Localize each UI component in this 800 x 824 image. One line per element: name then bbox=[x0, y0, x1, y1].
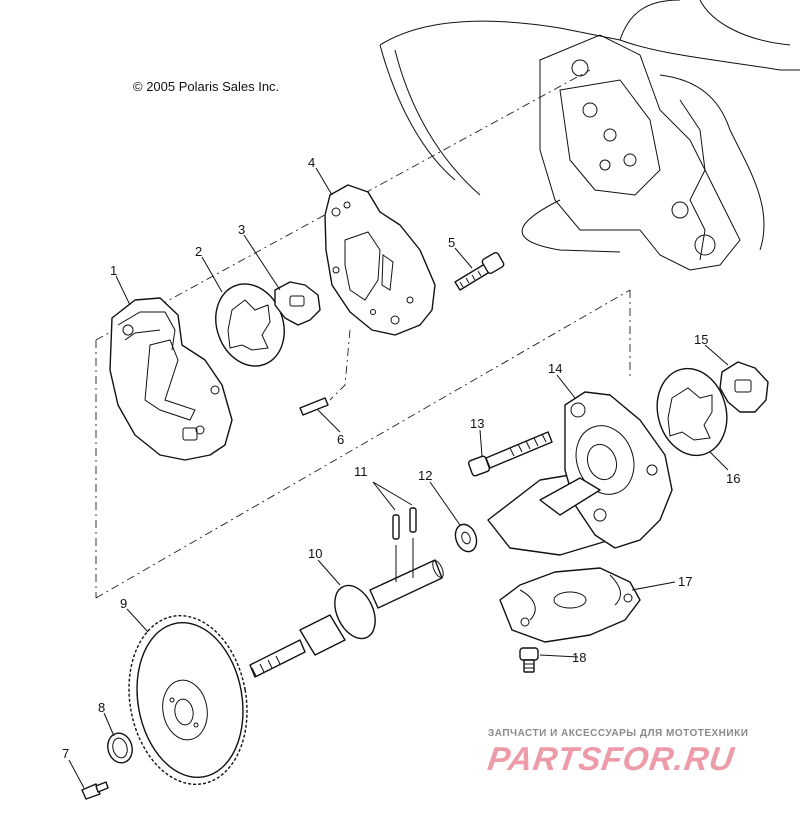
outer-rotor-part-16 bbox=[656, 367, 728, 457]
pump-housing-part-14 bbox=[487, 391, 673, 556]
copyright-notice: © 2005 Polaris Sales Inc. bbox=[133, 79, 280, 94]
pump-plate-part-4 bbox=[324, 184, 436, 336]
callout-2: 2 bbox=[195, 244, 202, 259]
alignment-lines bbox=[95, 69, 631, 599]
crankcase-housing bbox=[379, 0, 800, 271]
washer-part-12 bbox=[454, 523, 478, 553]
pins-part-11 bbox=[392, 507, 417, 582]
pump-body-part-1 bbox=[109, 297, 233, 461]
screw-part-7 bbox=[81, 781, 109, 800]
callout-18: 18 bbox=[572, 650, 586, 665]
screen-plate-part-17 bbox=[499, 567, 641, 643]
bolt-part-13 bbox=[467, 431, 553, 477]
bolt-part-5 bbox=[454, 251, 505, 291]
callout-7: 7 bbox=[62, 746, 69, 761]
callout-11: 11 bbox=[354, 464, 368, 479]
leader-lines bbox=[68, 167, 729, 789]
callout-6: 6 bbox=[337, 432, 344, 447]
callout-13: 13 bbox=[470, 416, 484, 431]
callout-10: 10 bbox=[308, 546, 322, 561]
screw-part-18 bbox=[519, 647, 539, 673]
callout-16: 16 bbox=[726, 471, 740, 486]
callout-4: 4 bbox=[308, 155, 315, 170]
gear-part-9 bbox=[128, 614, 248, 786]
callout-17: 17 bbox=[678, 574, 692, 589]
ring-part-8 bbox=[107, 732, 133, 764]
inner-rotor-part-3 bbox=[274, 281, 321, 326]
outer-rotor-part-2 bbox=[215, 283, 285, 367]
callout-14: 14 bbox=[548, 361, 562, 376]
callout-1: 1 bbox=[110, 263, 117, 278]
shaft-part-10 bbox=[249, 559, 444, 678]
watermark-tagline: ЗАПЧАСТИ И АКСЕССУАРЫ ДЛЯ МОТОТЕХНИКИ bbox=[488, 728, 749, 739]
dowel-pin-part-6 bbox=[299, 397, 329, 416]
callout-12: 12 bbox=[418, 468, 432, 483]
inner-rotor-part-15 bbox=[719, 361, 769, 413]
callout-3: 3 bbox=[238, 222, 245, 237]
callout-8: 8 bbox=[98, 700, 105, 715]
callout-15: 15 bbox=[694, 332, 708, 347]
callout-9: 9 bbox=[120, 596, 127, 611]
callout-5: 5 bbox=[448, 235, 455, 250]
callout-labels: 1 2 3 4 5 6 7 8 9 10 11 12 13 14 15 16 1… bbox=[62, 155, 740, 761]
watermark-logo: PARTSFOR.RU bbox=[485, 740, 737, 777]
